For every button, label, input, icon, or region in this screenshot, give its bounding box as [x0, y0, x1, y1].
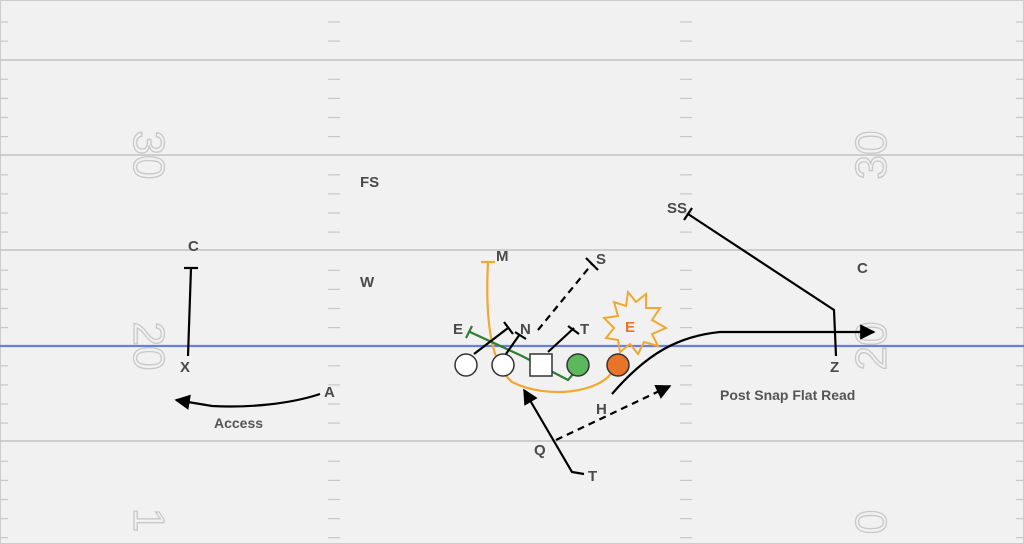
label-end-left: E [453, 321, 463, 338]
label-h: H [596, 401, 607, 418]
label-q: Q [534, 442, 546, 459]
lineman-circle-green [566, 353, 590, 377]
yard-number-right-10: 0 [847, 510, 896, 534]
yard-lines [0, 59, 1024, 442]
q-route [555, 384, 672, 441]
label-t-back: T [588, 468, 597, 485]
read-key-burst-icon [601, 289, 669, 356]
h-route [611, 324, 876, 395]
label-will: W [360, 274, 375, 291]
label-corner-left: C [188, 238, 199, 255]
yard-number-left-10: 1 [124, 508, 173, 532]
strong-safety-cap [683, 207, 693, 221]
label-end-right: E [625, 319, 635, 336]
yard-number-right-30: 30 [847, 131, 896, 180]
access-note: Access [214, 415, 263, 431]
label-z: Z [830, 359, 839, 376]
t-route [523, 388, 585, 476]
label-sam: S [596, 251, 606, 268]
label-tackle: T [580, 321, 589, 338]
yard-number-left-30: 30 [124, 131, 173, 180]
sam-blitz-cap [585, 257, 599, 271]
label-x: X [180, 359, 190, 376]
block-assignments [473, 321, 580, 355]
label-strong-safety: SS [667, 200, 687, 217]
strong-safety-route [687, 213, 838, 357]
center-square [529, 353, 553, 377]
label-corner-right: C [857, 260, 868, 277]
x-route [186, 267, 193, 357]
post-snap-note: Post Snap Flat Read [720, 387, 855, 403]
player-labels: C X A FS W M S E N T E SS C Z H Q T [180, 174, 868, 485]
hash-marks [0, 21, 1024, 539]
lineman-circle [491, 353, 515, 377]
end-path-cap [465, 325, 473, 339]
access-route [174, 392, 321, 410]
label-free-safety: FS [360, 174, 379, 191]
offensive-line [454, 353, 630, 377]
mike-scrape-path [486, 261, 613, 394]
lineman-circle [454, 353, 478, 377]
label-mike: M [496, 248, 509, 265]
label-nose: N [520, 321, 531, 338]
label-a: A [324, 384, 335, 401]
sam-blitz-path [537, 263, 593, 331]
lineman-circle-orange [606, 353, 630, 377]
